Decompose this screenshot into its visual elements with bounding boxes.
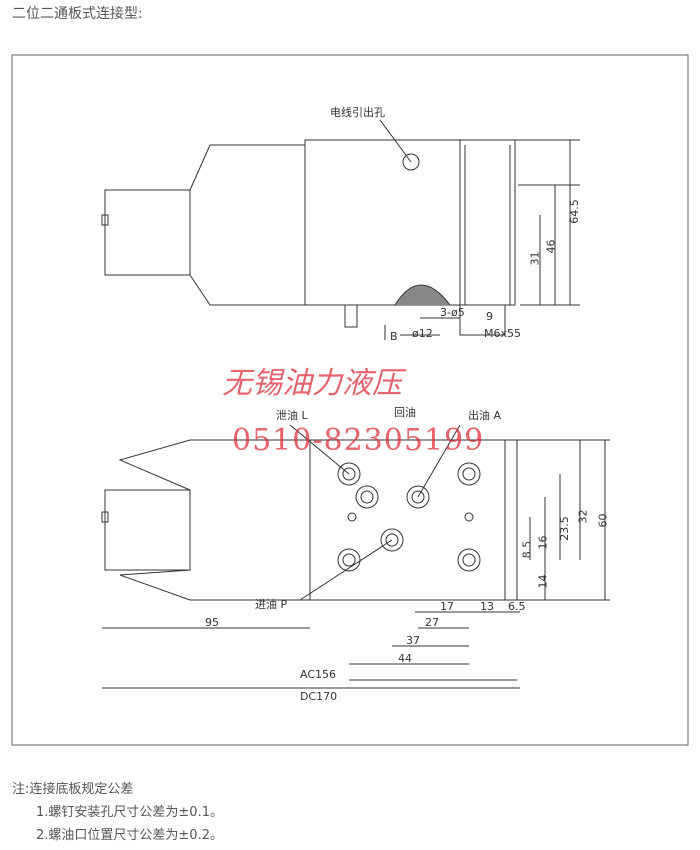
port-drain-label: 泄油 L [276,409,308,422]
note-item: 2.螺油口位置尺寸公差为±0.2。 [36,828,223,843]
bottom-view-valve [101,424,610,689]
dim-60: 60 [596,513,610,528]
dim-46: 46 [544,239,558,254]
port-in-label: 进油 P [255,598,288,611]
dim-dia12: ø12 [412,327,433,340]
dim-dc170: DC170 [300,690,338,703]
notes-heading: 注:连接底板规定公差 [12,782,134,797]
dim-14: 14 [536,574,550,589]
dim-ac156: AC156 [300,668,337,681]
dim-screw: M6x55 [484,327,521,340]
watermark-company: 无锡油力液压 [222,366,402,401]
view-arrow-b: B [390,330,398,343]
top-view-valve [101,119,580,340]
dim-31: 31 [528,251,542,266]
dim-64-5: 64.5 [567,199,581,224]
note-item: 1.螺钉安装孔尺寸公差为±0.1。 [36,805,223,820]
dim-9: 9 [486,310,493,323]
dim-6-5: 6.5 [508,600,526,613]
wire-hole-label: 电线引出孔 [330,106,385,119]
dim-16: 16 [536,535,550,550]
dim-44: 44 [398,652,412,665]
dim-17: 17 [440,600,454,613]
dim-37: 37 [406,634,420,647]
dim-13: 13 [480,600,494,613]
dim-95: 95 [205,616,219,629]
drawing-frame [11,54,689,746]
watermark-phone: 0510-82305199 [232,423,485,458]
dim-23-5: 23.5 [557,516,571,541]
notes: 注:连接底板规定公差 1.螺钉安装孔尺寸公差为±0.1。 2.螺油口位置尺寸公差… [12,778,223,847]
dim-32: 32 [576,509,590,524]
port-return-label: 回油 [394,406,416,419]
dim-8-5: 8.5 [520,540,534,559]
page-title: 二位二通板式连接型: [12,6,143,22]
dim-27: 27 [425,616,439,629]
dim-3-holes: 3-ø5 [440,306,465,319]
port-out-label: 出油 A [468,409,502,422]
